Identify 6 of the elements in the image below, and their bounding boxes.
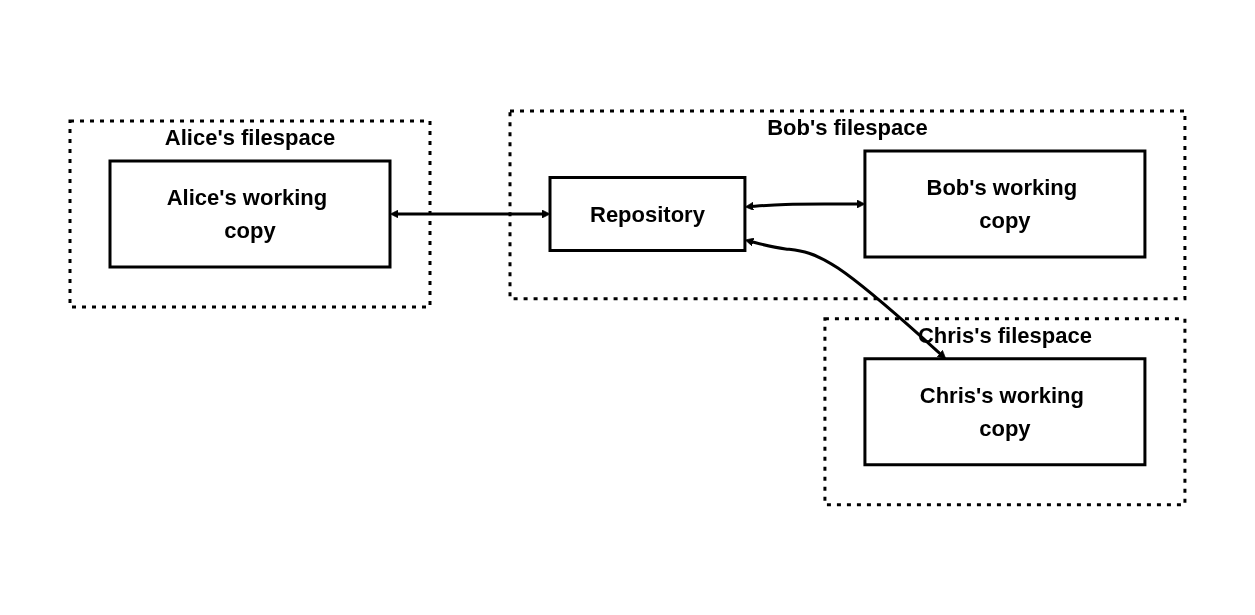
arrow [744,237,947,359]
node-box: Repository [548,175,747,252]
node-box: Chris's working copy [863,356,1147,466]
node-box: Bob's working copy [863,149,1147,259]
arrow [390,209,551,219]
node-box: Alice's working copy [108,159,392,269]
